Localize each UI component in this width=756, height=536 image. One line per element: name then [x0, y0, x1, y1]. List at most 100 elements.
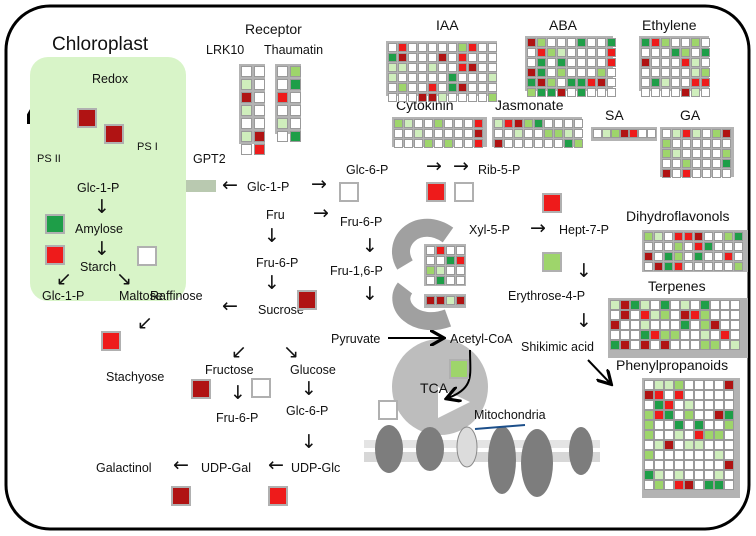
heatmap-cell	[241, 92, 252, 103]
heatmap-cell	[388, 83, 397, 92]
heatmap-cell	[730, 330, 740, 340]
heatmap-cell	[694, 450, 704, 460]
receptor-title: Receptor	[245, 21, 302, 37]
heatmap-cell	[504, 119, 513, 128]
heatmap-cell	[694, 380, 704, 390]
heatmap-cell	[547, 88, 556, 97]
heatmap-cell	[644, 480, 654, 490]
heatmap-cell	[607, 68, 616, 77]
heatmap-cell	[641, 58, 650, 67]
heatmap-cell	[602, 129, 611, 138]
pyruvate-label: Pyruvate	[331, 332, 381, 346]
heatmap-ga	[660, 127, 734, 178]
heatmap-cell	[674, 430, 684, 440]
heatmap-cell	[408, 43, 417, 52]
heatmap-cell	[424, 129, 433, 138]
heatmap-cell	[404, 119, 413, 128]
heatmap-cell	[647, 129, 656, 138]
heatmap-cell	[408, 63, 417, 72]
heatmap-cell	[691, 38, 700, 47]
heatmap-cell	[514, 119, 523, 128]
heatmap-cell	[241, 131, 252, 142]
arrow-down-right: ↘	[116, 268, 132, 290]
heatmap-cell	[644, 450, 654, 460]
galactinol-label: Galactinol	[96, 461, 152, 475]
heatmap-cell	[710, 310, 720, 320]
heatmap-cell	[650, 310, 660, 320]
heatmap-cell	[456, 276, 465, 285]
heatmap-cell	[468, 73, 477, 82]
heatmap-cell	[547, 38, 556, 47]
heatmap-cell	[277, 105, 288, 116]
heatmap-cell	[674, 262, 683, 271]
heatmap-cell	[478, 53, 487, 62]
heatmap-lrk10	[239, 64, 265, 155]
heatmap-cell	[638, 129, 647, 138]
heatmap-cell	[730, 300, 740, 310]
heatmap-cell	[597, 48, 606, 57]
heatmap-cell	[557, 58, 566, 67]
heatmap-cell	[701, 78, 710, 87]
heatmap-cell	[436, 296, 445, 305]
heatmap-cell	[704, 232, 713, 241]
heatmap-cell	[630, 340, 640, 350]
heatmap-cell	[448, 53, 457, 62]
heatmap-cell	[290, 66, 301, 77]
heatmap-cell	[398, 73, 407, 82]
arrow-down: ↓	[576, 260, 592, 282]
heatmap-thaumatin	[275, 64, 301, 142]
heatmap-cell	[724, 470, 734, 480]
heatmap-cell	[488, 53, 497, 62]
hept7p-label: Hept-7-P	[559, 223, 610, 237]
heatmap-cell	[436, 246, 445, 255]
arrow-down-left: ↙	[137, 312, 153, 334]
heatmap-terpenes	[608, 298, 748, 358]
sa-label: SA	[605, 107, 624, 123]
heatmap-cell	[537, 38, 546, 47]
heatmap-cell	[494, 129, 503, 138]
heatmap-cell	[662, 169, 671, 178]
heatmap-cell	[567, 78, 576, 87]
heatmap-cell	[720, 340, 730, 350]
heatmap-cell	[428, 83, 437, 92]
heatmap-cell	[454, 119, 463, 128]
heatmap-cell	[446, 296, 455, 305]
heatmap-cell	[680, 320, 690, 330]
heatmap-cell	[456, 296, 465, 305]
heatmap-cell	[674, 460, 684, 470]
heatmap-cell	[710, 320, 720, 330]
fru6p-a-label: Fru-6-P	[340, 215, 383, 229]
heatmap-cell	[654, 262, 663, 271]
heatmap-cell	[694, 232, 703, 241]
heatmap-cell	[468, 83, 477, 92]
heatmap-cell	[664, 480, 674, 490]
heatmap-cell	[644, 420, 654, 430]
heatmap-cell	[641, 88, 650, 97]
glc1p-out-label: Glc-1-P	[42, 289, 85, 303]
heatmap-cell	[537, 58, 546, 67]
heatmap-cell	[650, 320, 660, 330]
heatmap-cell	[664, 232, 673, 241]
heatmap-cell	[651, 48, 660, 57]
heatmap-cell	[254, 66, 265, 77]
heatmap-cell	[587, 48, 596, 57]
heatmap-cell	[730, 320, 740, 330]
heatmap-cell	[714, 450, 724, 460]
heatmap-cell	[704, 410, 714, 420]
heatmap-cell	[458, 83, 467, 92]
change-box-tca	[449, 359, 469, 379]
heatmap-cell	[587, 58, 596, 67]
heatmap-cell	[388, 73, 397, 82]
heatmap-cell	[554, 139, 563, 148]
heatmap-cell	[654, 380, 664, 390]
heatmap-cell	[527, 48, 536, 57]
heatmap-cell	[680, 330, 690, 340]
arrow-left: ←	[268, 454, 284, 476]
heatmap-cell	[454, 129, 463, 138]
heatmap-cell	[712, 139, 721, 148]
heatmap-cell	[670, 300, 680, 310]
heatmap-cell	[654, 470, 664, 480]
heatmap-cell	[672, 149, 681, 158]
heatmap-cell	[722, 159, 731, 168]
heatmap-cell	[691, 58, 700, 67]
